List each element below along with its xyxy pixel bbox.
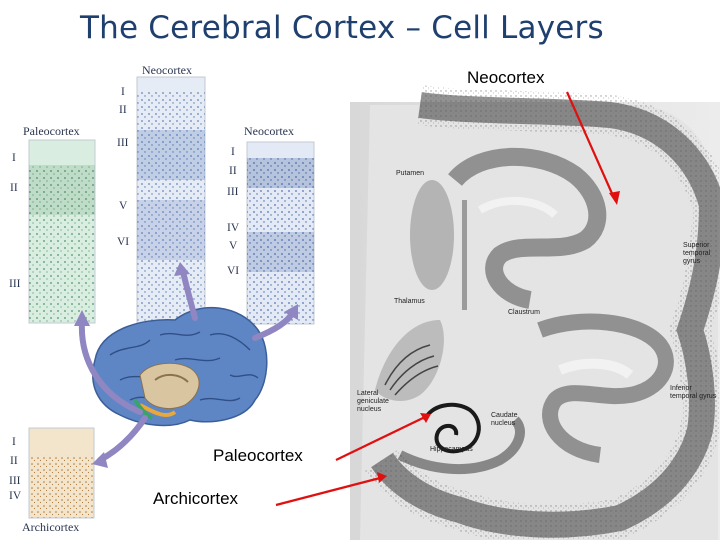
layer-label: I xyxy=(231,146,235,158)
layer-label: II xyxy=(10,182,18,194)
layer-label: V xyxy=(119,200,128,212)
lateral-geniculate-label: Lateral geniculate nucleus xyxy=(357,390,389,413)
layer-label: I xyxy=(12,152,16,164)
layer-label: III xyxy=(227,186,239,198)
layer-label: V xyxy=(229,240,238,252)
putamen-label: Putamen xyxy=(396,170,425,177)
archicortex-panel-label: Archicortex xyxy=(22,520,80,534)
caudate-nucleus-label: Caudate nucleus xyxy=(491,412,518,427)
layer-label: II xyxy=(119,104,127,116)
neocortex-callout: Neocortex xyxy=(467,68,545,87)
red-callout-arrows xyxy=(275,91,616,507)
neocortex-top-panel xyxy=(136,76,206,328)
archicortex-panel xyxy=(28,427,95,519)
layer-label: III xyxy=(117,137,129,149)
brain-slice-photo xyxy=(350,85,720,540)
brain-illustration xyxy=(92,307,268,427)
layer-label: II xyxy=(229,165,237,177)
layer-label: II xyxy=(10,455,18,467)
paleocortex-panel xyxy=(28,139,96,324)
neocortex-right-label: Neocortex xyxy=(244,124,294,138)
superior-temporal-gyrus-label: Superior temporal gyrus xyxy=(683,242,711,265)
layer-label: III xyxy=(9,278,21,290)
layer-label: IV xyxy=(227,222,240,234)
inferior-temporal-gyrus-label: Inferior temporal gyrus xyxy=(670,385,717,400)
neocortex-right-panel xyxy=(246,141,315,325)
layer-label: VI xyxy=(117,236,130,248)
claustrum-label: Claustrum xyxy=(508,309,540,316)
layer-label: I xyxy=(121,86,125,98)
paleocortex-callout: Paleocortex xyxy=(213,446,303,465)
neocortex-top-label: Neocortex xyxy=(142,63,192,77)
thalamus-label: Thalamus xyxy=(394,298,425,305)
archicortex-callout: Archicortex xyxy=(153,489,239,508)
red-arrowheads xyxy=(377,191,620,483)
layer-label: III xyxy=(9,475,21,487)
paleocortex-panel-label: Paleocortex xyxy=(23,124,80,138)
layer-label: IV xyxy=(9,490,22,502)
page-title: The Cerebral Cortex – Cell Layers xyxy=(80,10,604,46)
connector-arrowheads xyxy=(74,262,298,468)
layer-label: VI xyxy=(227,265,240,277)
layer-label: I xyxy=(12,436,16,448)
hippocampus-label: Hippocampus xyxy=(430,446,473,453)
